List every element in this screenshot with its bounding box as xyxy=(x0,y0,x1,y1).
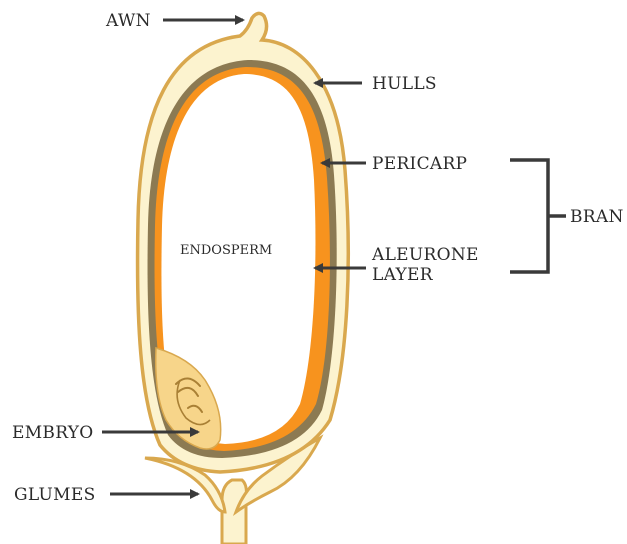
aleurone-label-line2: LAYER xyxy=(372,265,434,285)
bran-bracket xyxy=(510,160,566,272)
hulls-label: HULLS xyxy=(372,74,437,94)
pericarp-label: PERICARP xyxy=(372,154,467,174)
embryo-label: EMBRYO xyxy=(12,423,94,443)
endosperm-label: ENDOSPERM xyxy=(180,243,272,258)
bran-label: BRAN xyxy=(570,207,624,227)
awn-label: AWN xyxy=(105,11,151,31)
glumes-label: GLUMES xyxy=(14,485,96,505)
aleurone-label-line1: ALEURONE xyxy=(371,245,479,265)
